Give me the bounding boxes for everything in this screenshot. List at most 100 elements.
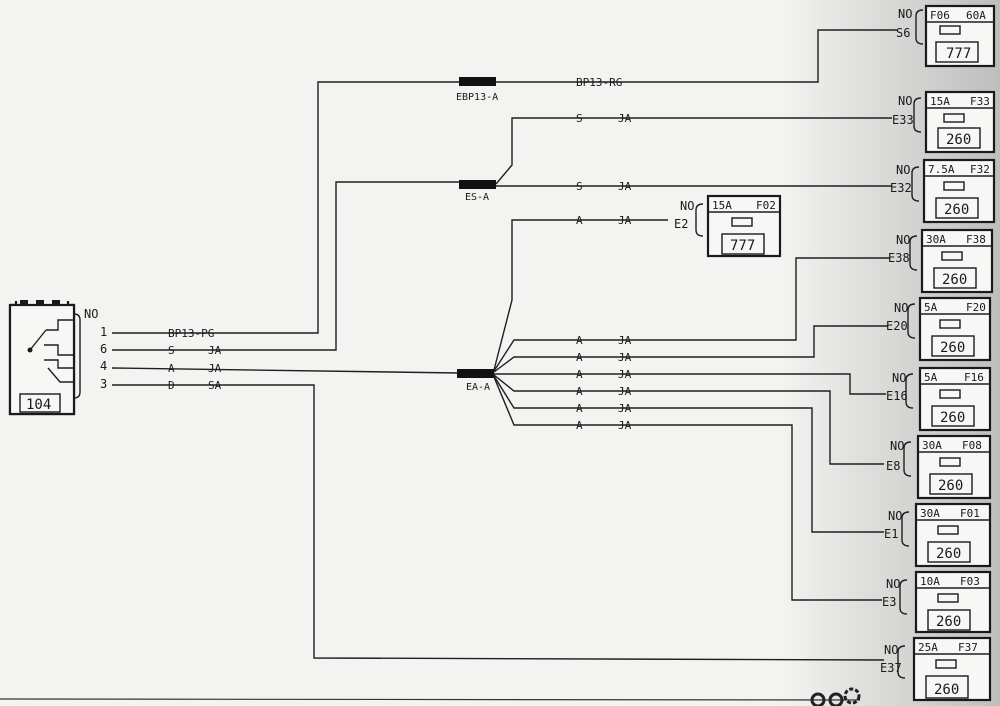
fuse-F01-code: F01 bbox=[960, 507, 980, 520]
fuse-F20-pin: E20 bbox=[886, 319, 908, 333]
es-out-2-b: JA bbox=[618, 180, 632, 193]
ea-out-3-b: JA bbox=[618, 351, 632, 364]
fuse-S6-no: NO bbox=[898, 7, 912, 21]
splice-ea bbox=[457, 369, 494, 378]
component-label: 104 bbox=[26, 397, 51, 413]
es-out-1-b: JA bbox=[618, 112, 632, 125]
wire-3-color-b: SA bbox=[208, 379, 222, 392]
fuse-F20-rating: 5A bbox=[924, 301, 938, 314]
fuse-F03: NO E3 10A F03 260 bbox=[882, 570, 992, 634]
pin-6: 6 bbox=[100, 342, 107, 356]
fuse-F38-pin: E38 bbox=[888, 251, 910, 265]
splice-ea-label: EA-A bbox=[466, 382, 490, 393]
fuse-F01-no: NO bbox=[888, 509, 902, 523]
fuse-F08-rating: 30A bbox=[922, 439, 942, 452]
ea-out-6-a: A bbox=[576, 402, 583, 415]
fuse-F32-rating: 7.5A bbox=[928, 163, 955, 176]
fuse-F33-box: 260 bbox=[946, 132, 971, 148]
fuse-F38-rating: 30A bbox=[926, 233, 946, 246]
fuse-F08-box: 260 bbox=[938, 478, 963, 494]
fuse-F08: NO E8 30A F08 260 bbox=[886, 434, 992, 500]
ea-out-2-a: A bbox=[576, 334, 583, 347]
fuse-S6: NO S6 F06 60A 777 bbox=[896, 4, 996, 68]
fuse-F33-rating: 15A bbox=[930, 95, 950, 108]
switch-symbol-icon bbox=[27, 319, 74, 383]
splice-bp13-label: EBP13-A bbox=[456, 92, 498, 103]
fuse-F16-rating: 5A bbox=[924, 371, 938, 384]
fuse-S6-rating: F06 bbox=[930, 9, 950, 22]
fuse-F33: NO E33 15A F33 260 bbox=[892, 90, 996, 154]
fuse-F03-no: NO bbox=[886, 577, 900, 591]
fuse-F37-box: 260 bbox=[934, 682, 959, 698]
fuse-F02-pin: E2 bbox=[674, 217, 688, 231]
fuse-F38-code: F38 bbox=[966, 233, 986, 246]
ea-out-4-b: JA bbox=[618, 368, 632, 381]
fuse-F02-box: 777 bbox=[730, 238, 755, 254]
splice-es bbox=[459, 180, 496, 189]
fuse-F38-box: 260 bbox=[942, 272, 967, 288]
fuse-F32-no: NO bbox=[896, 163, 910, 177]
component-label-frame bbox=[19, 393, 61, 413]
fuse-F01-rating: 30A bbox=[920, 507, 940, 520]
ea-out-7-b: JA bbox=[618, 419, 632, 432]
wire-6-color-a: S bbox=[168, 344, 175, 357]
ea-out-1-b: JA bbox=[618, 214, 632, 227]
ea-out-3-a: A bbox=[576, 351, 583, 364]
fuse-F37-pin: E37 bbox=[880, 661, 902, 675]
fuse-F08-no: NO bbox=[890, 439, 904, 453]
page-edge-line bbox=[0, 698, 861, 701]
fuse-F03-rating: 10A bbox=[920, 575, 940, 588]
component-no-label: NO bbox=[84, 307, 98, 321]
fuse-F02-no: NO bbox=[680, 199, 694, 213]
pin-4: 4 bbox=[100, 359, 107, 373]
fuse-F37-no: NO bbox=[884, 643, 898, 657]
fuse-S6-code: 60A bbox=[966, 9, 986, 22]
fuse-F20-code: F20 bbox=[966, 301, 986, 314]
ea-out-5-a: A bbox=[576, 385, 583, 398]
es-out-2-a: S bbox=[576, 180, 583, 193]
fuse-F20-box: 260 bbox=[940, 340, 965, 356]
fuse-F37: NO E37 25A F37 260 bbox=[880, 636, 992, 702]
ea-out-5-b: JA bbox=[618, 385, 632, 398]
pin-1: 1 bbox=[100, 325, 107, 339]
bp13-out-label: BP13-RG bbox=[576, 76, 622, 89]
wire-3-color-a: D bbox=[168, 379, 175, 392]
fuse-F20-no: NO bbox=[894, 301, 908, 315]
fuse-F32-code: F32 bbox=[970, 163, 990, 176]
fuse-F02-code: F02 bbox=[756, 199, 776, 212]
fuse-F03-code: F03 bbox=[960, 575, 980, 588]
ea-out-4-a: A bbox=[576, 368, 583, 381]
ea-out-7-a: A bbox=[576, 419, 583, 432]
pin-3: 3 bbox=[100, 377, 107, 391]
fuse-F02: NO E2 15A F02 777 bbox=[674, 194, 782, 258]
fuse-F16: NO E16 5A F16 260 bbox=[886, 366, 992, 432]
fuse-F37-rating: 25A bbox=[918, 641, 938, 654]
fuse-F33-no: NO bbox=[898, 94, 912, 108]
ea-out-1-a: A bbox=[576, 214, 583, 227]
splices: EBP13-A ES-A EA-A bbox=[456, 77, 498, 393]
fuse-F38-no: NO bbox=[896, 233, 910, 247]
fuse-F32-box: 260 bbox=[944, 202, 969, 218]
fuse-F16-pin: E16 bbox=[886, 389, 908, 403]
fuse-F33-pin: E33 bbox=[892, 113, 914, 127]
wire-4-color-b: JA bbox=[208, 362, 222, 375]
fuse-F20: NO E20 5A F20 260 bbox=[886, 296, 992, 362]
ea-out-6-b: JA bbox=[618, 402, 632, 415]
fuse-F01: NO E1 30A F01 260 bbox=[884, 502, 992, 568]
fuse-F38: NO E38 30A F38 260 bbox=[888, 228, 994, 294]
fuse-F37-code: F37 bbox=[958, 641, 978, 654]
es-out-1-a: S bbox=[576, 112, 583, 125]
fuse-F32: NO E32 7.5A F32 260 bbox=[890, 158, 996, 224]
fuse-F16-box: 260 bbox=[940, 410, 965, 426]
logo-icon bbox=[810, 687, 861, 706]
fuse-F08-pin: E8 bbox=[886, 459, 900, 473]
fuse-F03-pin: E3 bbox=[882, 595, 896, 609]
fuse-F01-box: 260 bbox=[936, 546, 961, 562]
wire-1-label: BP13-PG bbox=[168, 327, 214, 340]
splice-es-label: ES-A bbox=[465, 192, 489, 203]
wire-6-color-b: JA bbox=[208, 344, 222, 357]
fuse-F02-rating: 15A bbox=[712, 199, 732, 212]
fuse-F32-pin: E32 bbox=[890, 181, 912, 195]
fuse-S6-box: 777 bbox=[946, 46, 971, 62]
